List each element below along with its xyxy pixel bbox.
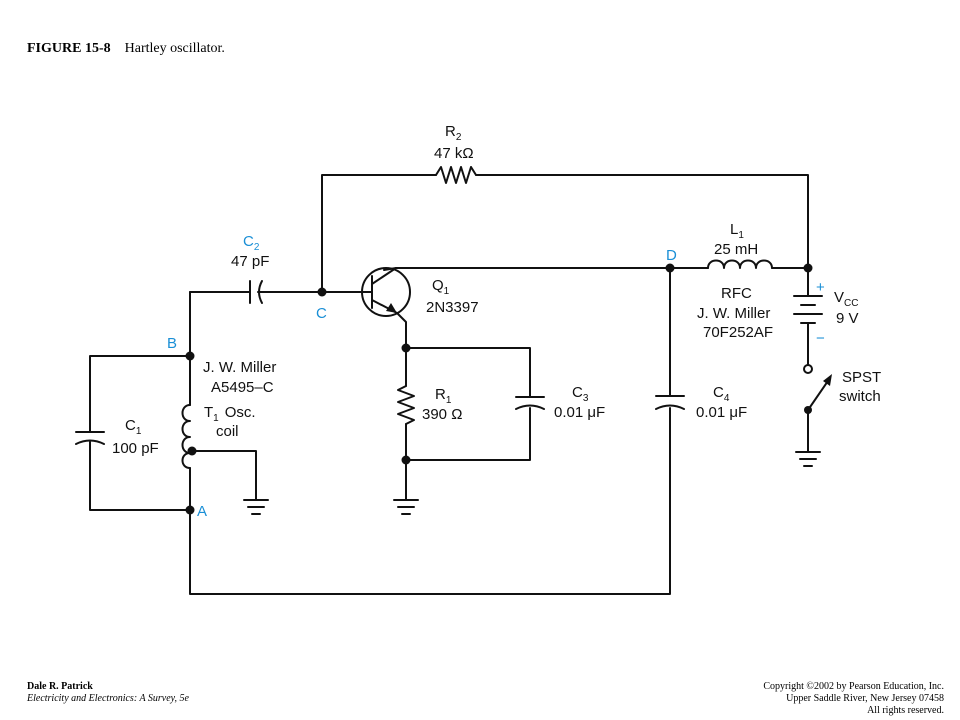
footer-author: Dale R. Patrick xyxy=(27,681,93,692)
vcc-label: VCC xyxy=(834,289,858,309)
c1-label: C1 xyxy=(125,417,142,437)
l1-value: 25 mH xyxy=(714,241,758,258)
ground-icon xyxy=(243,499,269,515)
switch-label-1: SPST xyxy=(842,369,881,386)
t1-coil-symbol xyxy=(181,404,191,469)
l1-part: 70F252AF xyxy=(703,324,773,341)
l1-inductor-symbol xyxy=(707,259,773,269)
t1-desc: coil xyxy=(216,423,239,440)
vcc-plus: + xyxy=(816,279,825,296)
wires xyxy=(89,174,809,595)
footer-right: Copyright ©2002 by Pearson Education, In… xyxy=(763,681,944,717)
c2-label: C2 xyxy=(243,233,260,253)
footer-copyright: Copyright ©2002 by Pearson Education, In… xyxy=(763,681,944,692)
footer-left: Dale R. Patrick Electricity and Electron… xyxy=(27,681,189,705)
c2-capacitor-symbol xyxy=(249,280,263,304)
node-label-a: A xyxy=(197,503,207,520)
r2-label: R2 xyxy=(445,123,462,143)
footer-book: Electricity and Electronics: A Survey, 5… xyxy=(27,693,189,704)
c4-value: 0.01 μF xyxy=(696,404,747,421)
c3-capacitor-symbol xyxy=(515,396,545,410)
c2-value: 47 pF xyxy=(231,253,269,270)
vcc-value: 9 V xyxy=(836,310,859,327)
r1-label: R1 xyxy=(435,386,452,406)
spst-switch-symbol xyxy=(803,364,832,414)
c1-value: 100 pF xyxy=(112,440,159,457)
vcc-minus: − xyxy=(816,330,825,347)
footer-address: Upper Saddle River, New Jersey 07458 xyxy=(786,693,944,704)
node-label-d: D xyxy=(666,247,677,264)
r1-resistor-symbol xyxy=(397,385,415,425)
t1-part: A5495–C xyxy=(211,379,274,396)
l1-type: RFC xyxy=(721,285,752,302)
q1-transistor-symbol xyxy=(361,267,411,317)
q1-label: Q1 xyxy=(432,277,450,297)
r2-resistor-symbol xyxy=(435,166,477,184)
figure-caption: FIGURE 15-8 Hartley oscillator. xyxy=(27,41,225,57)
l1-label: L1 xyxy=(730,221,744,241)
footer-rights: All rights reserved. xyxy=(867,705,944,716)
vcc-battery-symbol xyxy=(793,295,823,328)
junction-dots xyxy=(185,263,813,515)
figure-number: FIGURE 15-8 xyxy=(27,41,111,56)
c3-label: C3 xyxy=(572,384,589,404)
l1-maker: J. W. Miller xyxy=(697,305,770,322)
figure-title: Hartley oscillator. xyxy=(124,41,225,56)
c4-label: C4 xyxy=(713,384,730,404)
q1-part: 2N3397 xyxy=(426,299,479,316)
c3-value: 0.01 μF xyxy=(554,404,605,421)
ground-icon xyxy=(393,499,419,515)
r2-value: 47 kΩ xyxy=(434,145,474,162)
t1-maker: J. W. Miller xyxy=(203,359,276,376)
r1-value: 390 Ω xyxy=(422,406,462,423)
node-label-b: B xyxy=(167,335,177,352)
switch-label-2: switch xyxy=(839,388,881,405)
node-label-c: C xyxy=(316,305,327,322)
c1-capacitor-symbol xyxy=(75,431,105,445)
ground-icon xyxy=(795,451,821,467)
c4-capacitor-symbol xyxy=(655,395,685,410)
